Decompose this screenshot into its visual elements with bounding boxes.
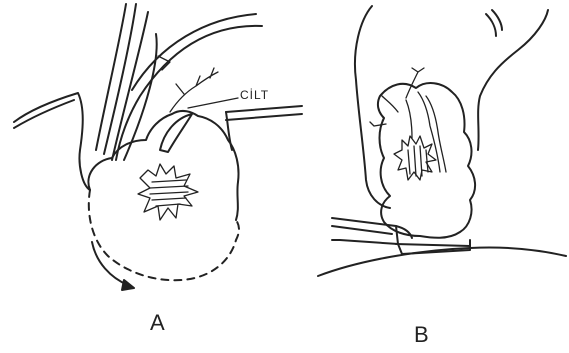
panel-a-strand-long-2: [132, 14, 256, 90]
panel-b-inner-tract: [418, 92, 446, 172]
panel-b-body-outline: [355, 6, 390, 208]
panel-b-vessel-branch: [370, 68, 424, 126]
panel-a-caption: A: [150, 310, 165, 335]
panel-b-lesion-hatching: [408, 146, 428, 176]
panel-a-annotation-label: CİLT: [240, 88, 269, 102]
panel-a-annotation-pointer: [188, 98, 238, 108]
panel-a-mass-dashed-boundary: [89, 190, 239, 280]
panel-b-body-outline-right: [478, 10, 548, 150]
panel-a-lesion-star: [138, 164, 198, 220]
panel-a-skin-left: [14, 93, 90, 190]
panel-a-strand-arrowhead: [158, 56, 170, 70]
panel-a-skin-right: [226, 106, 302, 120]
panel-a-lesion-hatching: [150, 180, 188, 206]
panel-b-mark-1: [486, 14, 496, 36]
panel-b-retractor-tip: [396, 226, 470, 246]
panel-a-skin-flap: [160, 114, 192, 152]
panel-b-caption: B: [414, 322, 429, 347]
panel-b: [318, 6, 566, 276]
panel-b-base-block: [398, 240, 470, 254]
panel-b-inner-tract-2: [406, 100, 412, 138]
panel-a-vessel-branch: [170, 68, 218, 112]
panel-a: [14, 4, 302, 290]
panel-a-curved-arrow-head: [122, 280, 134, 290]
panel-b-retractor: [332, 218, 398, 244]
